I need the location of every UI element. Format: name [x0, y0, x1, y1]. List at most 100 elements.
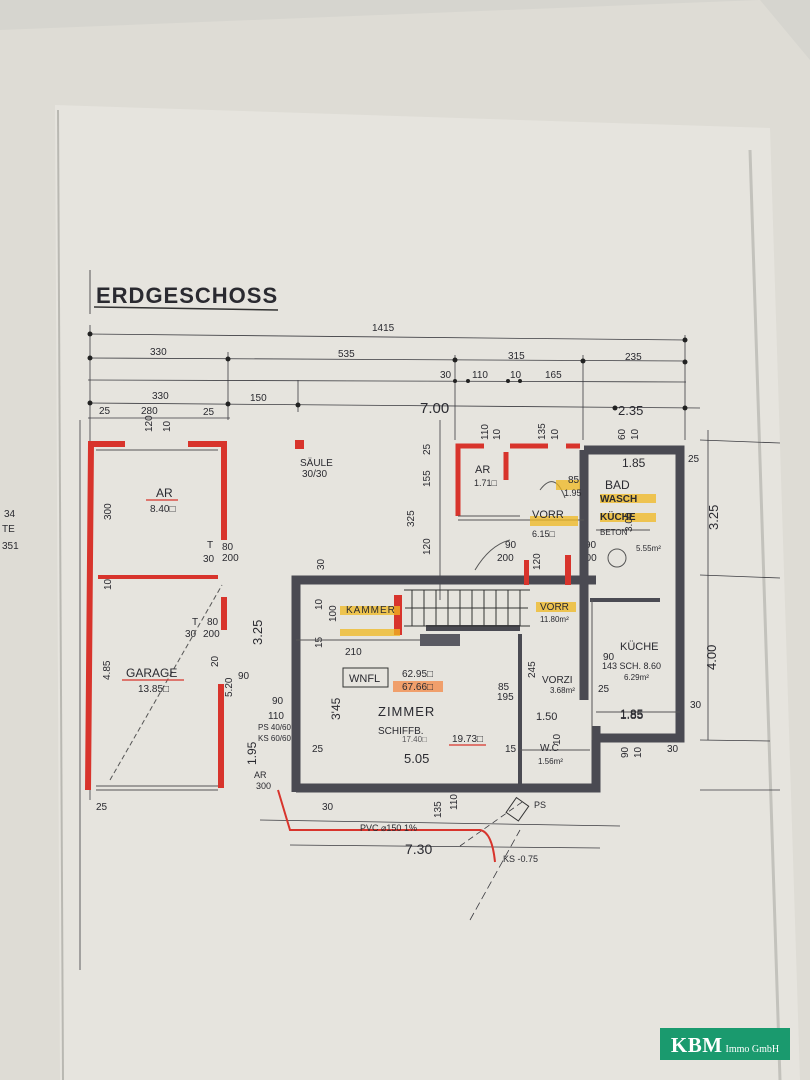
dim-mid-v-5: 3.25	[250, 620, 265, 645]
sheet-edge	[57, 109, 64, 1080]
room-kammer-name: KAMMER	[346, 605, 396, 616]
dim-bot-11: 30	[667, 744, 679, 755]
dim-mid-4: 2.35	[618, 403, 643, 418]
stair-step-block	[420, 634, 460, 646]
dim-garage-1: 25	[99, 406, 111, 417]
stair-mark-4: 15	[314, 636, 325, 648]
room-vorzi-name: VORZI	[542, 675, 573, 686]
door-a-s: 30	[203, 554, 215, 565]
pipe-ks: KS -0.75	[503, 854, 538, 864]
dim-bot-19: 10	[552, 733, 563, 745]
room-zimmer-area: 19.73□	[452, 734, 483, 745]
room-vorr-top-area: 6.15□	[532, 529, 556, 539]
dim-ll-2: 90	[238, 671, 250, 682]
saeule-name: SÄULE	[300, 457, 333, 469]
room-bad-dim: 1.85	[622, 456, 646, 470]
kbm-logo: KBM Immo GmbH	[660, 1028, 790, 1060]
stair-mark-2: 90	[505, 540, 517, 551]
dim-garage-5: 10	[162, 420, 173, 432]
dim-right-top-3: 135	[537, 423, 548, 440]
room-vorr-top-name: VORR	[532, 509, 564, 521]
dim-small-2: 110	[472, 370, 488, 381]
dim-ll-5: 25	[96, 802, 108, 813]
dim-right-top-2: 10	[492, 428, 503, 440]
dim-bot-1: 90	[272, 696, 284, 707]
title-underline	[93, 306, 279, 311]
dim-small-4: 165	[545, 370, 562, 381]
room-garage-area: 13.85□	[138, 684, 169, 695]
room-bad-extra: 85	[568, 475, 580, 486]
dim-garage-3: 25	[203, 407, 215, 418]
wnfl-value1: 62.95□	[402, 669, 433, 680]
stair-mark-7: 200	[497, 553, 514, 564]
dim-bot-15: 85	[498, 682, 510, 693]
dim-bot-10: 10	[633, 746, 644, 758]
room-bad-note1: WASCH	[600, 494, 637, 505]
logo-brand: KBM	[670, 1033, 723, 1057]
wnfl-highlight	[393, 681, 443, 692]
room-wc-name: W.C	[540, 743, 559, 754]
dim-bot-5: 30	[322, 802, 334, 813]
dim-bot-17: 245	[527, 661, 538, 678]
room-ar-garage-name: AR	[156, 486, 173, 500]
room-kueche-name: KÜCHE	[620, 641, 659, 653]
door-a-t: T	[207, 540, 213, 551]
dim-mid-v-3: 25	[422, 443, 433, 455]
dim-top-4: 235	[625, 352, 642, 363]
dim-zimmer-v: 3'45	[329, 697, 343, 720]
dim-bot-18: 90	[603, 652, 615, 663]
dim-left-v-2: 10	[103, 578, 114, 590]
pipe-ps: PS	[534, 800, 546, 810]
plan-title: ERDGESCHOSS	[96, 283, 278, 308]
stair-mark-10: 200	[580, 553, 597, 564]
dim-bottom-total: 7.30	[405, 841, 432, 857]
drain-pipe	[277, 789, 496, 863]
logo-suffix: Immo GmbH	[725, 1044, 780, 1055]
side-note-1: 34	[4, 509, 16, 520]
dim-inner-bottom: 5.05	[404, 751, 429, 766]
dim-mid-1: 330	[152, 391, 169, 402]
room-zimmer-name: ZIMMER	[378, 704, 435, 719]
stair-mark-8: 120	[532, 553, 543, 570]
sheet-edge-right	[748, 149, 782, 1080]
staircase	[404, 589, 530, 627]
room-garage-name: GARAGE	[126, 666, 177, 680]
dim-right-v-3: 25	[688, 454, 700, 465]
dim-ll-1: 20	[210, 655, 221, 667]
room-vorr-mid-name: VORR	[540, 602, 569, 613]
small-room-walls	[455, 443, 580, 516]
dim-right-v-4: 30	[690, 700, 702, 711]
door-b-h: 200	[203, 629, 220, 640]
room-vorr-mid-area: 11.80m²	[540, 615, 569, 624]
dim-garage-2: 280	[141, 406, 158, 417]
pipe-label: PVC ⌀150 1%	[360, 823, 417, 833]
room-bad-note3: BETON	[600, 528, 628, 537]
dim-right-top-4: 10	[550, 428, 561, 440]
bad-dim-vertical: 3.00	[624, 512, 635, 532]
dim-mid-2: 150	[250, 393, 267, 404]
stair-mark-3: 210	[345, 647, 362, 658]
dim-right-top-1: 110	[480, 424, 491, 440]
stair-mark-6: 100	[328, 605, 339, 622]
door-b-s: 30	[185, 629, 197, 640]
room-zimmer-old-area: 17.40□	[402, 735, 427, 744]
room-ar-small-area: 1.71□	[474, 478, 498, 488]
dim-right-v-1: 3.25	[706, 505, 721, 530]
door-a-h: 200	[222, 553, 239, 564]
dim-small-3: 10	[510, 370, 522, 381]
dim-bot-4: 25	[312, 744, 324, 755]
dim-bot-3: 1.95	[245, 741, 259, 765]
stair-mark-5: 10	[314, 598, 325, 610]
dim-top-3: 315	[508, 351, 525, 362]
stair-mark-9: 90	[585, 540, 597, 551]
dim-bot-2: 110	[268, 711, 284, 722]
room-bad-extra2: 1.95	[564, 488, 582, 498]
dim-bot-6: 135	[433, 801, 444, 818]
dim-top-2: 535	[338, 349, 355, 360]
room-bad-area: 5.55m²	[636, 544, 661, 553]
dim-bot-12: 25	[598, 684, 610, 695]
dim-total: 1415	[372, 323, 395, 334]
room-zimmer-sub: SCHIFFB.	[378, 726, 424, 737]
room-wc-area: 1.56m²	[538, 757, 563, 766]
